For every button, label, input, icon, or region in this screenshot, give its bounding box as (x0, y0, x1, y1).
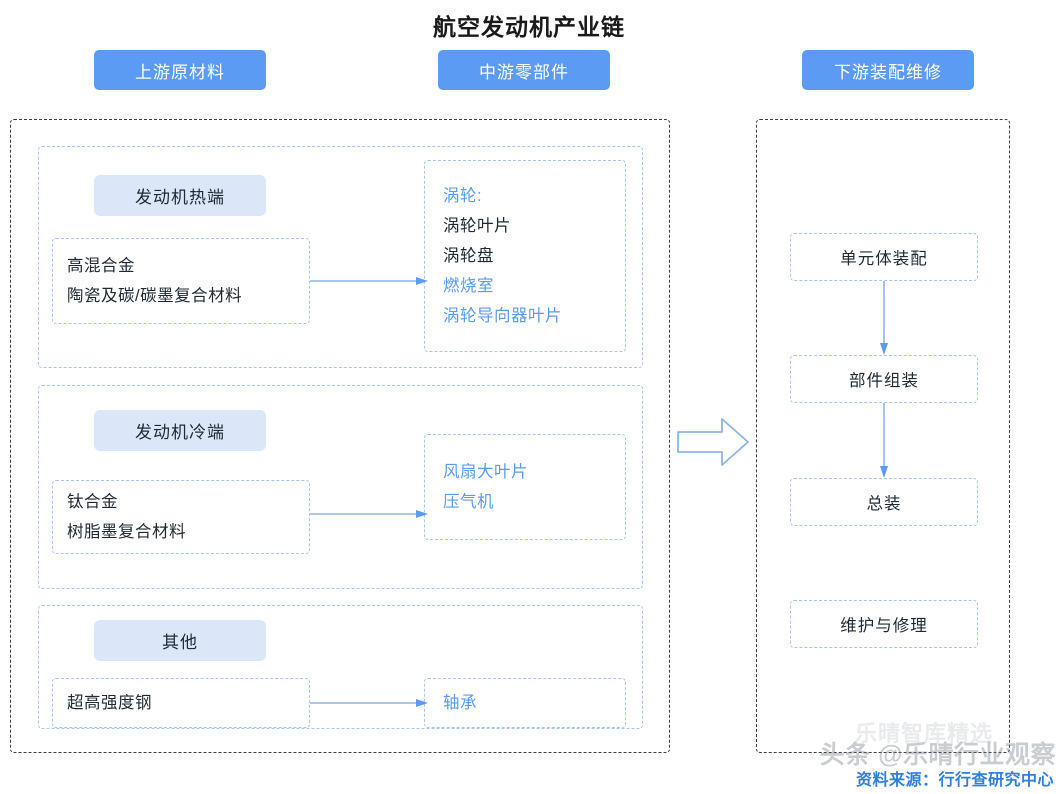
downstream-container (756, 119, 1010, 753)
component-item: 涡轮叶片 (443, 217, 511, 235)
component-item: 涡轮导向器叶片 (443, 307, 562, 325)
header-downstream[interactable]: 下游装配维修 (802, 50, 974, 90)
component-item: 涡轮盘 (443, 247, 494, 265)
header-midstream[interactable]: 中游零部件 (438, 50, 610, 90)
material-item: 树脂墨复合材料 (67, 523, 186, 541)
components-fan-compressor[interactable]: 风扇大叶片 压气机 (424, 434, 626, 540)
materials-other[interactable]: 超高强度钢 (52, 678, 310, 728)
downstream-step-part-assembly[interactable]: 部件组装 (790, 355, 978, 403)
group-hot-end (38, 146, 643, 368)
materials-hot-end[interactable]: 高混合金 陶瓷及碳/碳墨复合材料 (52, 238, 310, 324)
component-item: 风扇大叶片 (443, 463, 528, 481)
downstream-step-unit-assembly[interactable]: 单元体装配 (790, 233, 978, 281)
material-item: 高混合金 (67, 257, 135, 275)
component-item: 压气机 (443, 493, 494, 511)
source-note: 资料来源：行行查研究中心 (855, 772, 1054, 789)
page-title: 航空发动机产业链 (433, 14, 625, 40)
header-upstream[interactable]: 上游原材料 (94, 50, 266, 90)
material-item: 陶瓷及碳/碳墨复合材料 (67, 287, 243, 305)
component-item: 轴承 (443, 694, 477, 712)
watermark-ghost-text: 乐晴智库精选 (854, 721, 993, 746)
downstream-step-final-assembly[interactable]: 总装 (790, 478, 978, 526)
component-group-title: 涡轮: (443, 187, 483, 205)
downstream-step-maintenance[interactable]: 维护与修理 (790, 600, 978, 648)
watermark-text: 头条 @乐晴行业观察 (819, 741, 1056, 769)
upstream-midstream-container (10, 119, 670, 753)
component-item: 燃烧室 (443, 277, 494, 295)
group-other (38, 605, 643, 729)
material-item: 钛合金 (67, 493, 118, 511)
group-cold-end (38, 385, 643, 589)
materials-cold-end[interactable]: 钛合金 树脂墨复合材料 (52, 480, 310, 554)
material-item: 超高强度钢 (67, 694, 152, 712)
section-label-cold-end: 发动机冷端 (94, 410, 266, 451)
components-turbine[interactable]: 涡轮: 涡轮叶片 涡轮盘 燃烧室 涡轮导向器叶片 (424, 160, 626, 352)
section-label-other: 其他 (94, 620, 266, 661)
section-label-hot-end: 发动机热端 (94, 175, 266, 216)
midstream-to-downstream-arrow (677, 418, 749, 466)
components-bearing[interactable]: 轴承 (424, 678, 626, 728)
